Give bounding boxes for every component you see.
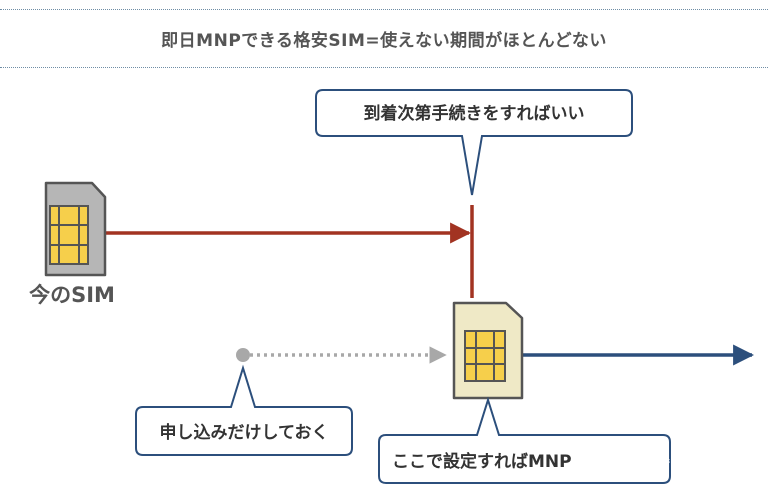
callout-setup: ここで設定すればMNP: [378, 396, 671, 484]
application-start-dot: [236, 348, 250, 362]
diagram-title: 即日MNPできる格安SIM=使えない期間がほとんどない: [0, 9, 768, 68]
callout-setup-text: ここで設定すればMNP: [392, 451, 572, 472]
current-sim-card-icon: [44, 181, 107, 277]
callout-arrival: 到着次第手続きをすればいい: [315, 89, 633, 196]
new-sim-card-icon: [452, 301, 524, 400]
callout-apply: 申し込みだけしておく: [135, 364, 353, 456]
watermark: ✿ き獲得worthjp: [600, 451, 735, 471]
callout-arrival-text: 到着次第手続きをすればいい: [364, 103, 585, 124]
callout-apply-text: 申し込みだけしておく: [160, 422, 329, 443]
current-sim-label: 今のSIM: [29, 283, 115, 307]
